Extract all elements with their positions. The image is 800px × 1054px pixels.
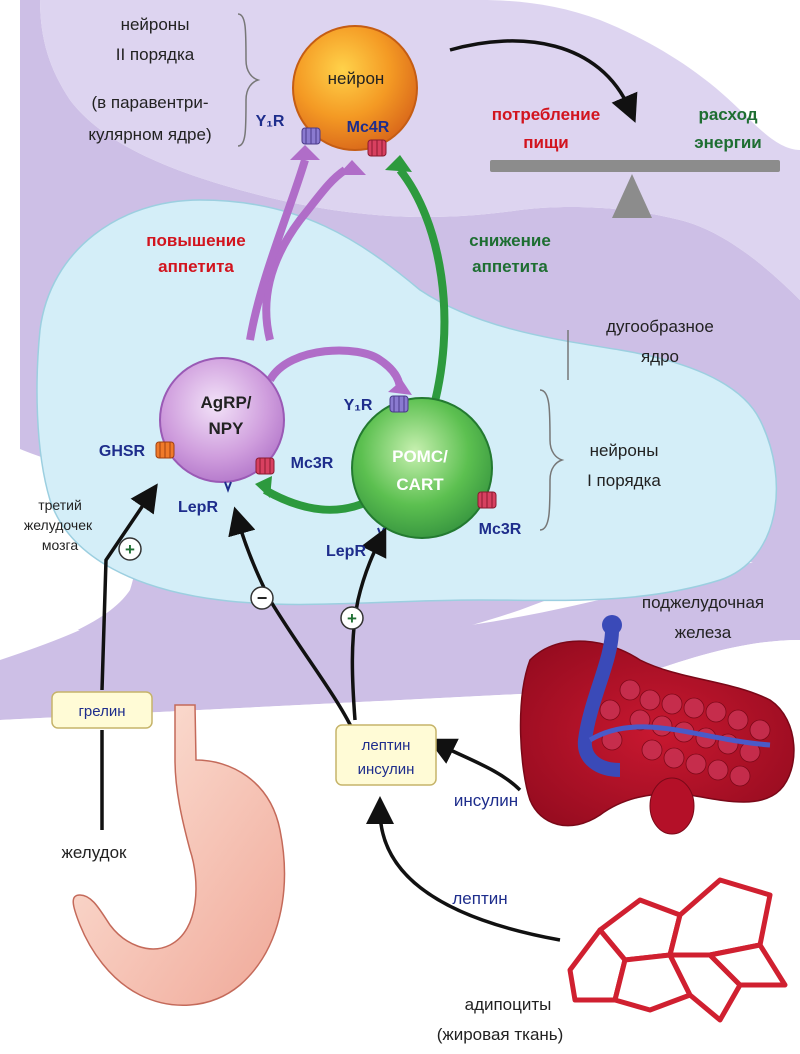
adipocyte-cells [567,877,788,1023]
lepr-receptor-left [224,481,232,493]
third-ventricle-label-1: третий [38,497,82,513]
leptin-arrow [366,796,561,942]
mc3r-mid-label: Mc3R [291,455,334,472]
arcuate-label-2: ядро [641,347,679,366]
plus-sign-2: + [347,609,357,628]
neuron-to-balance-arrow [449,39,638,123]
lepr-right-label: LepR [326,543,366,560]
agrp-npy-neuron [159,357,285,483]
labels-layer: нейроны II порядка (в паравентри- кулярн… [24,15,764,1044]
plus-arrow [350,527,387,721]
first-order-bracket [539,389,565,531]
paraventricular-label-1: (в паравентри- [91,93,208,112]
agrp-terminal-left [290,145,320,160]
balance-fulcrum [612,174,652,218]
adipocytes-label-2: (жировая ткань) [437,1025,564,1044]
mc3r-receptor-mid [255,457,275,475]
second-order-label-2: II порядка [116,45,195,64]
neuron-label: нейрон [328,69,385,88]
second-order-neuron [292,25,418,151]
stomach-shape [72,704,286,1006]
minus-circle [250,586,274,610]
stomach-label: желудок [62,843,127,862]
balance-beam [490,160,780,172]
mc3r-receptor-right [477,491,497,509]
pancreas-label-2: железа [675,623,732,642]
duodenum-shape [649,777,695,835]
agrp-terminal-right [338,160,366,175]
energy-exp-label-2: энергии [694,133,761,152]
ghrelin-box [51,691,153,729]
adipocytes-label-1: адипоциты [465,995,552,1014]
pancreatic-duct [588,724,771,748]
first-order-label-1: нейроны [590,441,659,460]
plus-circle-1 [118,537,142,561]
energy-exp-label-1: расход [698,105,757,124]
second-order-label-1: нейроны [121,15,190,34]
y1r-mid-label: Y₁R [344,397,373,414]
decrease-label-2: аппетита [472,257,548,276]
increase-label-1: повышение [146,231,245,250]
food-intake-label-2: пищи [523,133,569,152]
pomc-axon [396,167,449,422]
insulin-label: инсулин [454,791,518,810]
y1r-receptor-top [301,127,321,145]
plus-sign-1: + [125,540,135,559]
insulin-arrow [427,738,522,792]
mc4r-receptor [367,139,387,157]
increase-label-2: аппетита [158,257,234,276]
first-order-label-2: I порядка [587,471,661,490]
mc3r-right-label: Mc3R [479,521,522,538]
minus-sign: − [257,588,268,608]
agrp-label-2: NPY [209,419,245,438]
y1r-top-label: Y₁R [256,113,285,130]
pomc-agrp-terminal [255,476,272,498]
agrp-axon-branch [246,158,309,341]
leptin-insulin-label-2: инсулин [358,761,415,778]
pancreatic-vessel [577,629,621,777]
third-ventricle-label-2: желудочек [24,517,93,533]
arcuate-label-1: дугообразное [606,317,714,336]
purple-band [40,0,800,300]
paraventricular-label-2: кулярном ядре) [88,125,211,144]
minus-arrow [228,506,357,736]
agrp-to-pomc-axon [266,346,404,391]
pancreatic-vessel-top [602,615,622,635]
food-intake-label-1: потребление [492,105,600,124]
agrp-axon [262,166,348,341]
leptin-label: лептин [452,889,507,908]
ghrelin-label: грелин [78,703,125,720]
ghsr-receptor [155,441,175,459]
pomc-label-2: CART [396,475,444,494]
ghrelin-arrow [100,495,150,830]
plus-circle-2 [340,606,364,630]
third-ventricle-label-3: мозга [42,537,78,553]
leptin-insulin-label-1: лептин [362,737,411,754]
pomc-cart-neuron [351,397,493,539]
lepr-left-label: LepR [178,499,218,516]
leptin-insulin-box [335,724,437,786]
decrease-label-1: снижение [469,231,551,250]
ghsr-label: GHSR [99,443,146,460]
pomc-label-1: POMC/ [392,447,448,466]
agrp-label-1: AgRP/ [201,393,252,412]
y1r-receptor-mid [389,395,409,413]
pomc-terminal [385,155,412,172]
mc4r-label: Mc4R [347,119,390,136]
second-order-bracket [237,13,261,147]
agrp-pomc-terminal [388,380,412,395]
pancreas-label-1: поджелудочная [642,593,764,612]
